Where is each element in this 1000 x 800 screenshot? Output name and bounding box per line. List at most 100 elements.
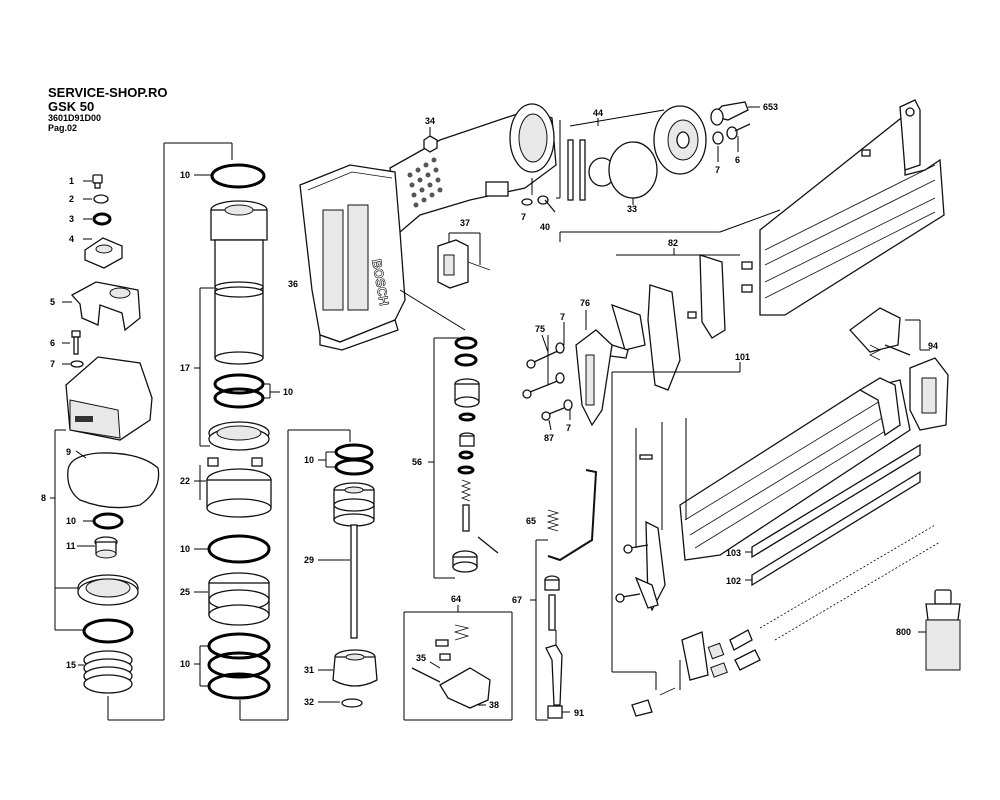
valve-spring bbox=[460, 479, 472, 502]
callout-5: 5 bbox=[50, 297, 55, 307]
valve-pin bbox=[462, 504, 470, 532]
page-number: Pag.02 bbox=[48, 123, 78, 133]
part-10-o-ring-mid bbox=[207, 534, 271, 564]
callout-38: 38 bbox=[489, 700, 499, 710]
part-29-piston-driver bbox=[333, 482, 375, 639]
part-11-valve bbox=[94, 536, 118, 559]
part-101-magazine bbox=[611, 362, 911, 673]
callout-10-top: 10 bbox=[180, 170, 190, 180]
callout-10-mid: 10 bbox=[180, 544, 190, 554]
part-75-screws bbox=[522, 322, 565, 399]
part-37-trigger bbox=[437, 232, 491, 289]
part-9-gasket bbox=[67, 452, 160, 509]
ring-piston-a bbox=[334, 443, 374, 461]
shop-title: SERVICE-SHOP.RO bbox=[48, 85, 168, 100]
callout-11: 11 bbox=[66, 541, 76, 551]
callout-labels: 1 2 3 4 5 6 7 8 9 10 11 15 10 17 10 22 1… bbox=[41, 102, 938, 718]
part-103-strip bbox=[745, 443, 921, 559]
callout-94: 94 bbox=[928, 341, 938, 351]
callout-56: 56 bbox=[412, 457, 422, 467]
callout-10-piston: 10 bbox=[304, 455, 314, 465]
part-56-valve-stack bbox=[399, 289, 499, 579]
part-36-housing: BOSCH bbox=[299, 103, 557, 351]
part-7-washer-rear bbox=[712, 131, 724, 145]
callout-6-rear: 6 bbox=[735, 155, 740, 165]
callout-65: 65 bbox=[526, 516, 536, 526]
trigger-lever bbox=[439, 667, 491, 709]
part-7-washer-handle bbox=[521, 198, 533, 206]
callout-10-left: 10 bbox=[66, 516, 76, 526]
part-653-fitting bbox=[710, 101, 760, 126]
part-40-screw bbox=[537, 195, 556, 213]
part-10-o-ring bbox=[92, 512, 124, 530]
valve-o-ring-d bbox=[458, 450, 474, 460]
part-2-washer bbox=[93, 194, 109, 204]
callout-64: 64 bbox=[451, 594, 461, 604]
part-91-clip bbox=[547, 705, 570, 719]
valve-o-ring-c bbox=[458, 412, 476, 422]
callout-10-17: 10 bbox=[283, 387, 293, 397]
valve-o-ring-b bbox=[454, 353, 478, 367]
part-6-screw bbox=[71, 330, 81, 355]
callout-17: 17 bbox=[180, 363, 190, 373]
ring-piston-b bbox=[334, 458, 374, 476]
callout-1: 1 bbox=[69, 176, 74, 186]
feed-springs bbox=[759, 524, 941, 641]
part-65-spring bbox=[546, 509, 560, 532]
valve-ring bbox=[77, 574, 139, 606]
part-number: 3601D91D00 bbox=[48, 113, 102, 123]
callout-67: 67 bbox=[512, 595, 522, 605]
part-76-guide bbox=[575, 310, 613, 427]
ring-10-b bbox=[207, 651, 271, 679]
callout-4: 4 bbox=[69, 234, 74, 244]
part-10-o-ring-top bbox=[210, 163, 266, 189]
callout-91: 91 bbox=[574, 708, 584, 718]
callout-40: 40 bbox=[540, 222, 550, 232]
part-15-spring bbox=[83, 650, 133, 694]
spring-64 bbox=[453, 624, 470, 641]
callout-76: 76 bbox=[580, 298, 590, 308]
part-82-plate-assembly bbox=[609, 248, 753, 391]
callout-2: 2 bbox=[69, 194, 74, 204]
part-6-screw-rear bbox=[726, 123, 751, 152]
callout-29: 29 bbox=[304, 555, 314, 565]
callout-15: 15 bbox=[66, 660, 76, 670]
left-brackets bbox=[50, 180, 95, 666]
valve-rod bbox=[477, 536, 499, 554]
valve-base bbox=[452, 550, 478, 573]
valve-o-ring-a bbox=[454, 336, 478, 350]
callout-34: 34 bbox=[425, 116, 435, 126]
part-64-assembly bbox=[403, 605, 513, 721]
part-5-cover bbox=[70, 281, 141, 332]
part-87-screw bbox=[541, 399, 573, 431]
callout-653: 653 bbox=[763, 102, 778, 112]
part-800-grease-tube bbox=[918, 589, 961, 671]
magazine-rail-top bbox=[559, 99, 945, 316]
piston-cap bbox=[210, 200, 268, 241]
part-1-screw bbox=[92, 174, 103, 189]
callout-36: 36 bbox=[288, 279, 298, 289]
callout-9: 9 bbox=[66, 447, 71, 457]
ring-flange bbox=[208, 421, 270, 451]
part-22-sleeve-clips bbox=[206, 457, 272, 518]
callout-7-rear: 7 bbox=[715, 165, 720, 175]
ring-lower bbox=[82, 618, 134, 644]
callout-87: 87 bbox=[544, 433, 554, 443]
part-3-o-ring bbox=[92, 212, 112, 226]
part-102-strip bbox=[745, 470, 921, 587]
cylinder-head bbox=[65, 356, 153, 441]
model-title: GSK 50 bbox=[48, 99, 95, 114]
cylinder-column-parts bbox=[107, 142, 280, 721]
callout-25: 25 bbox=[180, 587, 190, 597]
callout-33: 33 bbox=[627, 204, 637, 214]
callout-22: 22 bbox=[180, 476, 190, 486]
callout-35: 35 bbox=[416, 653, 426, 663]
callout-10-bottom: 10 bbox=[180, 659, 190, 669]
callout-82: 82 bbox=[668, 238, 678, 248]
valve-stem bbox=[459, 432, 475, 447]
left-column-parts bbox=[65, 174, 160, 694]
part-33-gasket bbox=[608, 141, 658, 199]
callout-103: 103 bbox=[726, 548, 741, 558]
callout-32: 32 bbox=[304, 697, 314, 707]
part-17-cylinder-sleeve bbox=[214, 239, 264, 365]
